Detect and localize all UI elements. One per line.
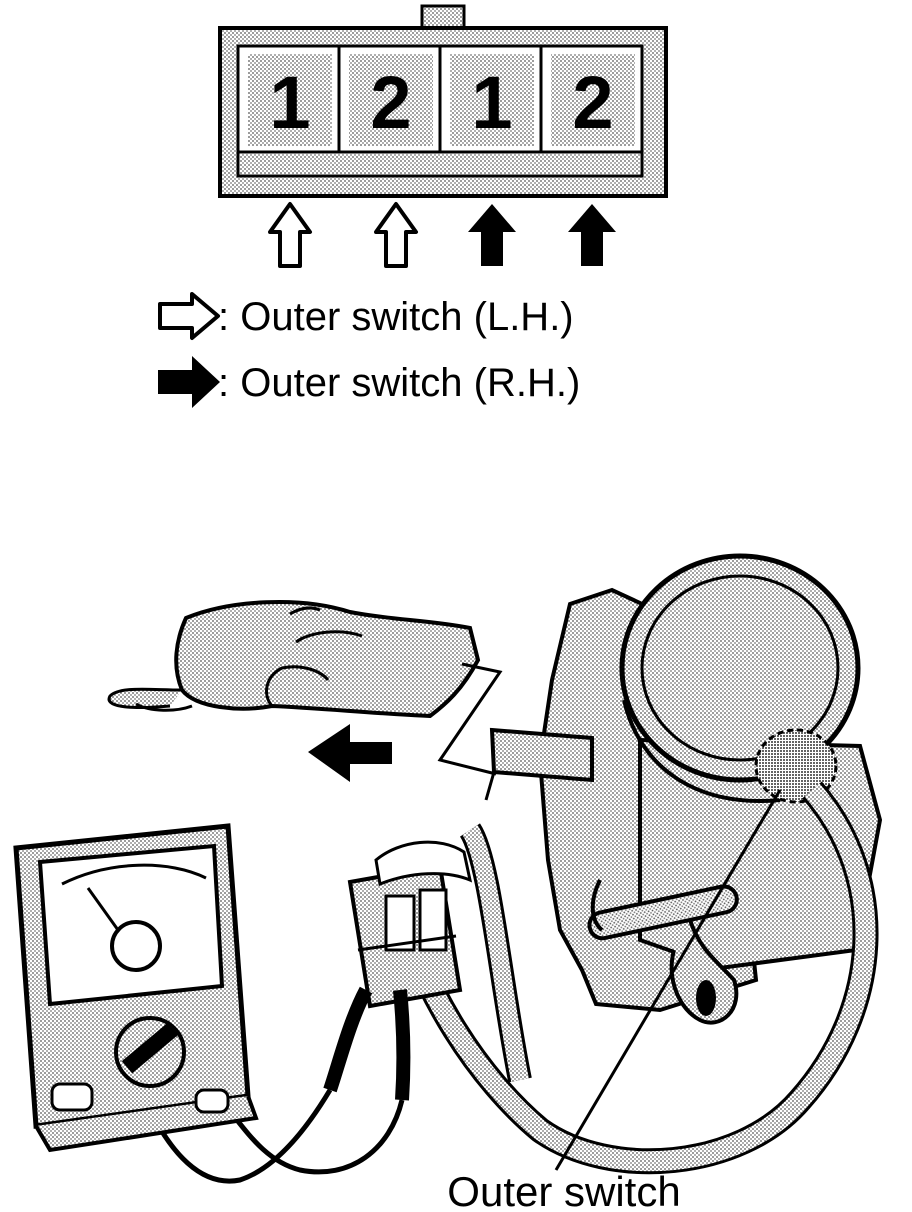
multimeter — [13, 823, 259, 1153]
pull-direction-arrow — [308, 724, 392, 782]
outline-arrow-icon — [158, 292, 220, 340]
connector: 1 2 1 2 — [218, 4, 668, 198]
outline-arrow-icon — [374, 202, 418, 268]
outline-arrow-icon — [268, 202, 312, 268]
wiper-motor — [537, 553, 883, 1025]
filled-arrow-icon — [468, 204, 516, 266]
meter-jack — [50, 1082, 94, 1112]
pin-arrows — [268, 202, 616, 268]
probe-lead-black — [323, 986, 373, 1093]
legend-rh-label: : Outer switch (R.H.) — [218, 361, 580, 405]
wiper-cloth — [107, 599, 481, 719]
pin-label-3: 1 — [471, 61, 512, 144]
connector-slot — [240, 154, 640, 174]
pin-label-2: 2 — [370, 61, 411, 144]
legend-lh-label: : Outer switch (L.H.) — [218, 295, 574, 339]
pin-label-1: 1 — [269, 61, 310, 144]
pin-label-4: 2 — [572, 61, 613, 144]
callout-leader — [554, 789, 782, 1171]
harness-connector — [347, 840, 473, 1009]
outer-switch-label: Outer switch — [447, 1168, 680, 1212]
filled-arrow-icon — [568, 204, 616, 266]
filled-arrow-icon — [158, 356, 220, 408]
outer-switch — [754, 728, 838, 804]
probe-lead-red — [393, 989, 411, 1101]
wiper-arm-strip — [489, 727, 594, 783]
break-mark — [437, 662, 503, 776]
legend: : Outer switch (L.H.) : Outer switch (R.… — [158, 292, 580, 408]
